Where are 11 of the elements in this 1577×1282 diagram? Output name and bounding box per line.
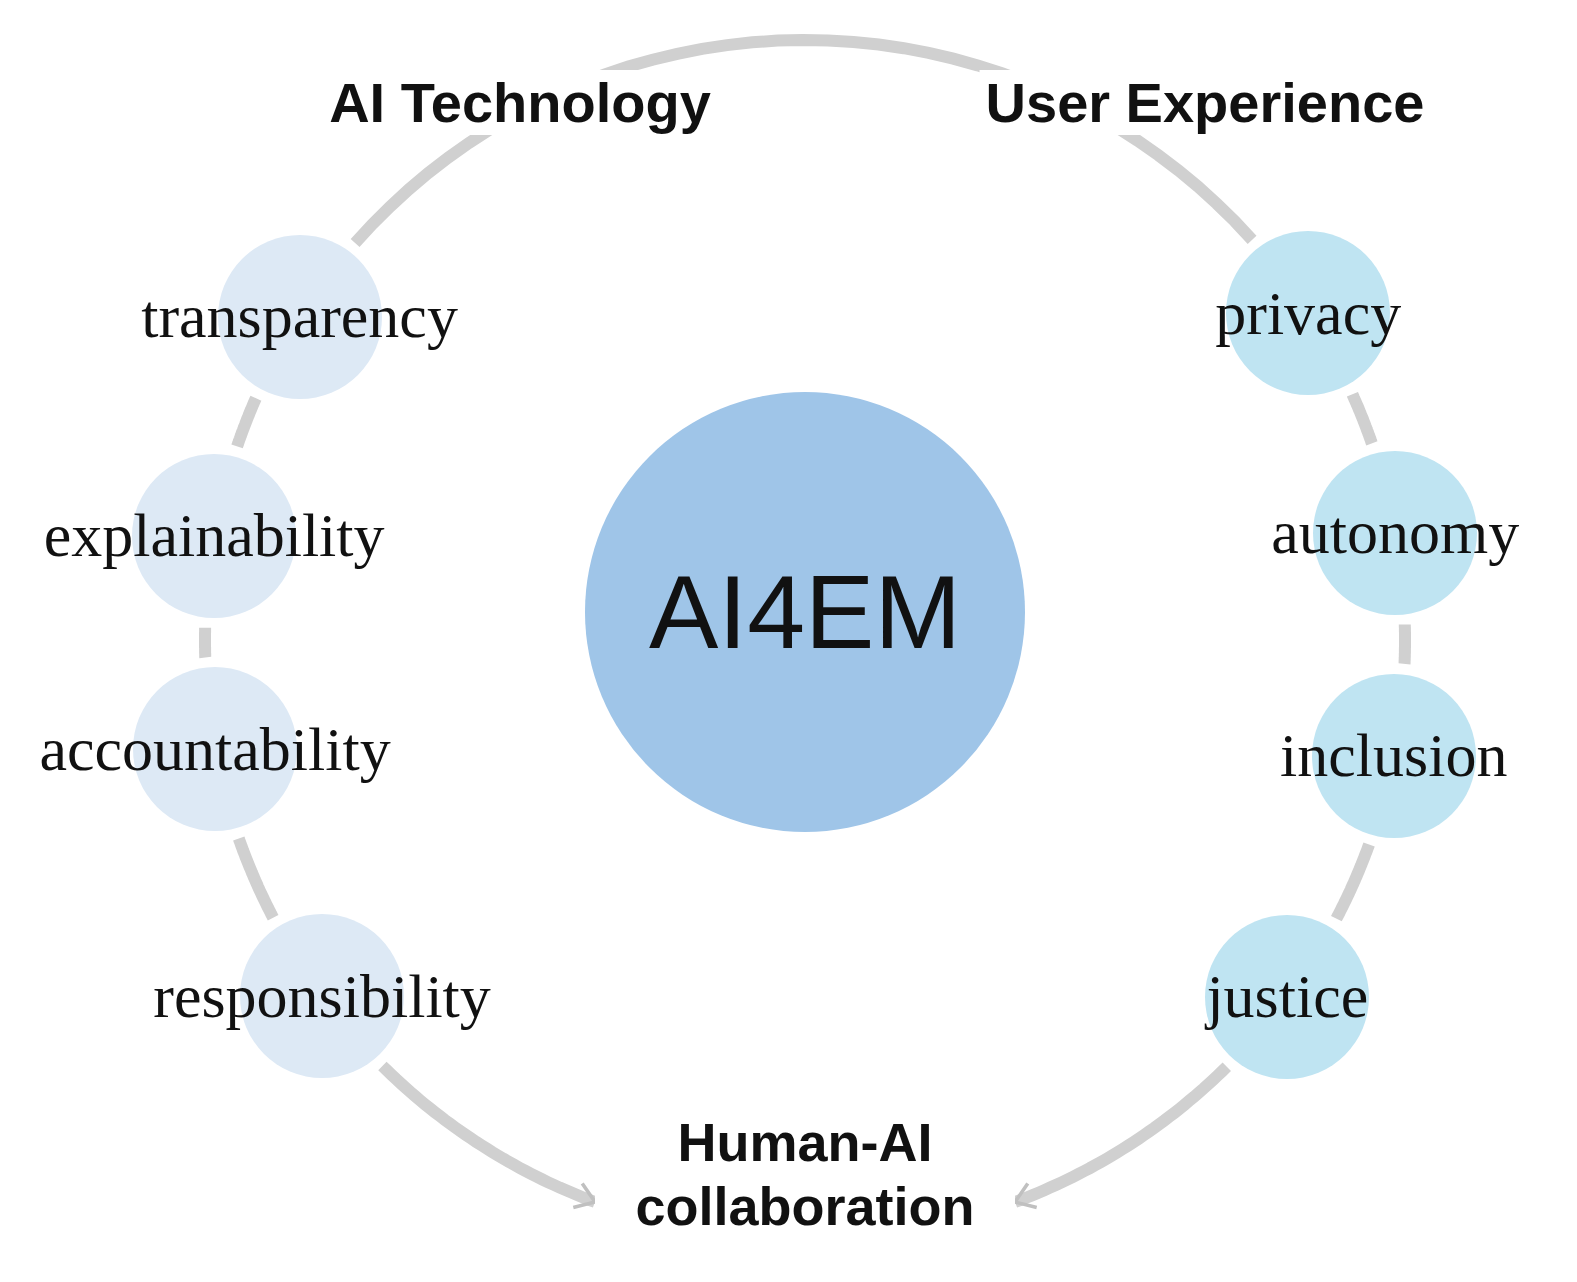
value-label: transparency <box>141 281 458 353</box>
value-label: accountability <box>39 713 391 785</box>
ring-line <box>233 834 279 922</box>
ring-line <box>1331 840 1375 923</box>
value-label: responsibility <box>153 960 491 1032</box>
value-label: inclusion <box>1280 720 1508 791</box>
value-label: autonomy <box>1271 497 1520 569</box>
value-label: justice <box>1206 961 1369 1033</box>
value-label: explainability <box>43 500 385 572</box>
center-label: AI4EM <box>648 552 962 672</box>
value-label: privacy <box>1215 277 1402 349</box>
